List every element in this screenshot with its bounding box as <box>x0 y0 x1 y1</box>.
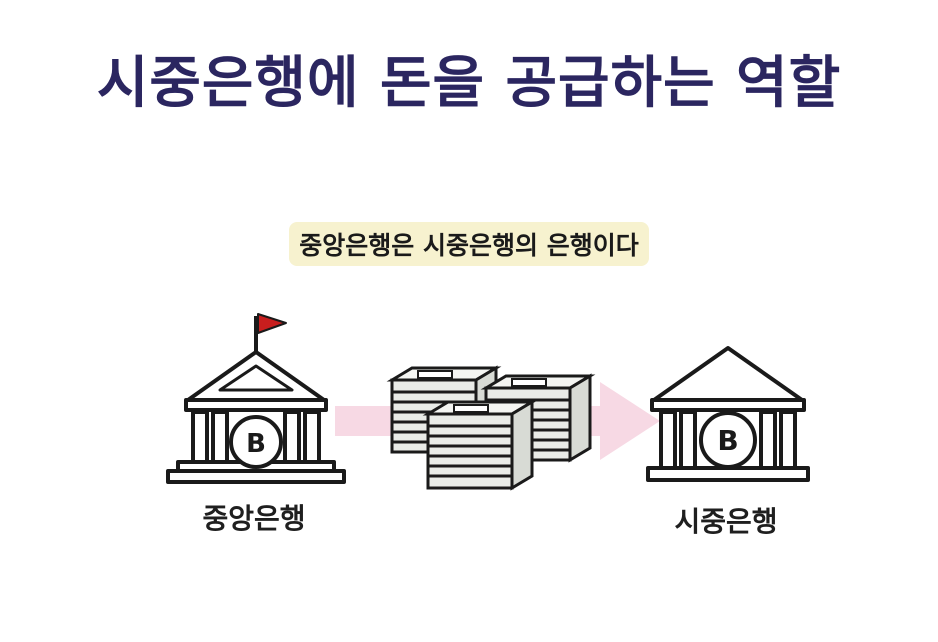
commercial-bank-badge-letter: B <box>717 424 738 457</box>
central-bank-badge-letter: B <box>246 429 266 459</box>
central-bank-icon <box>166 313 346 484</box>
commercial-bank-label: 시중은행 <box>674 505 778 538</box>
commercial-bank-icon <box>646 346 810 482</box>
money-stacks-icon <box>386 365 596 491</box>
commercial-bank-badge <box>699 411 757 469</box>
subtitle-container: 중앙은행은 시중은행의 은행이다 <box>0 222 938 266</box>
page-title: 시중은행에 돈을 공급하는 역할 <box>96 51 842 116</box>
money-stack-front <box>422 399 538 491</box>
flag-icon <box>257 313 287 334</box>
central-bank-badge <box>229 415 283 469</box>
subtitle-highlight: 중앙은행은 시중은행의 은행이다 <box>289 222 649 266</box>
central-bank-label: 중앙은행 <box>202 502 306 535</box>
